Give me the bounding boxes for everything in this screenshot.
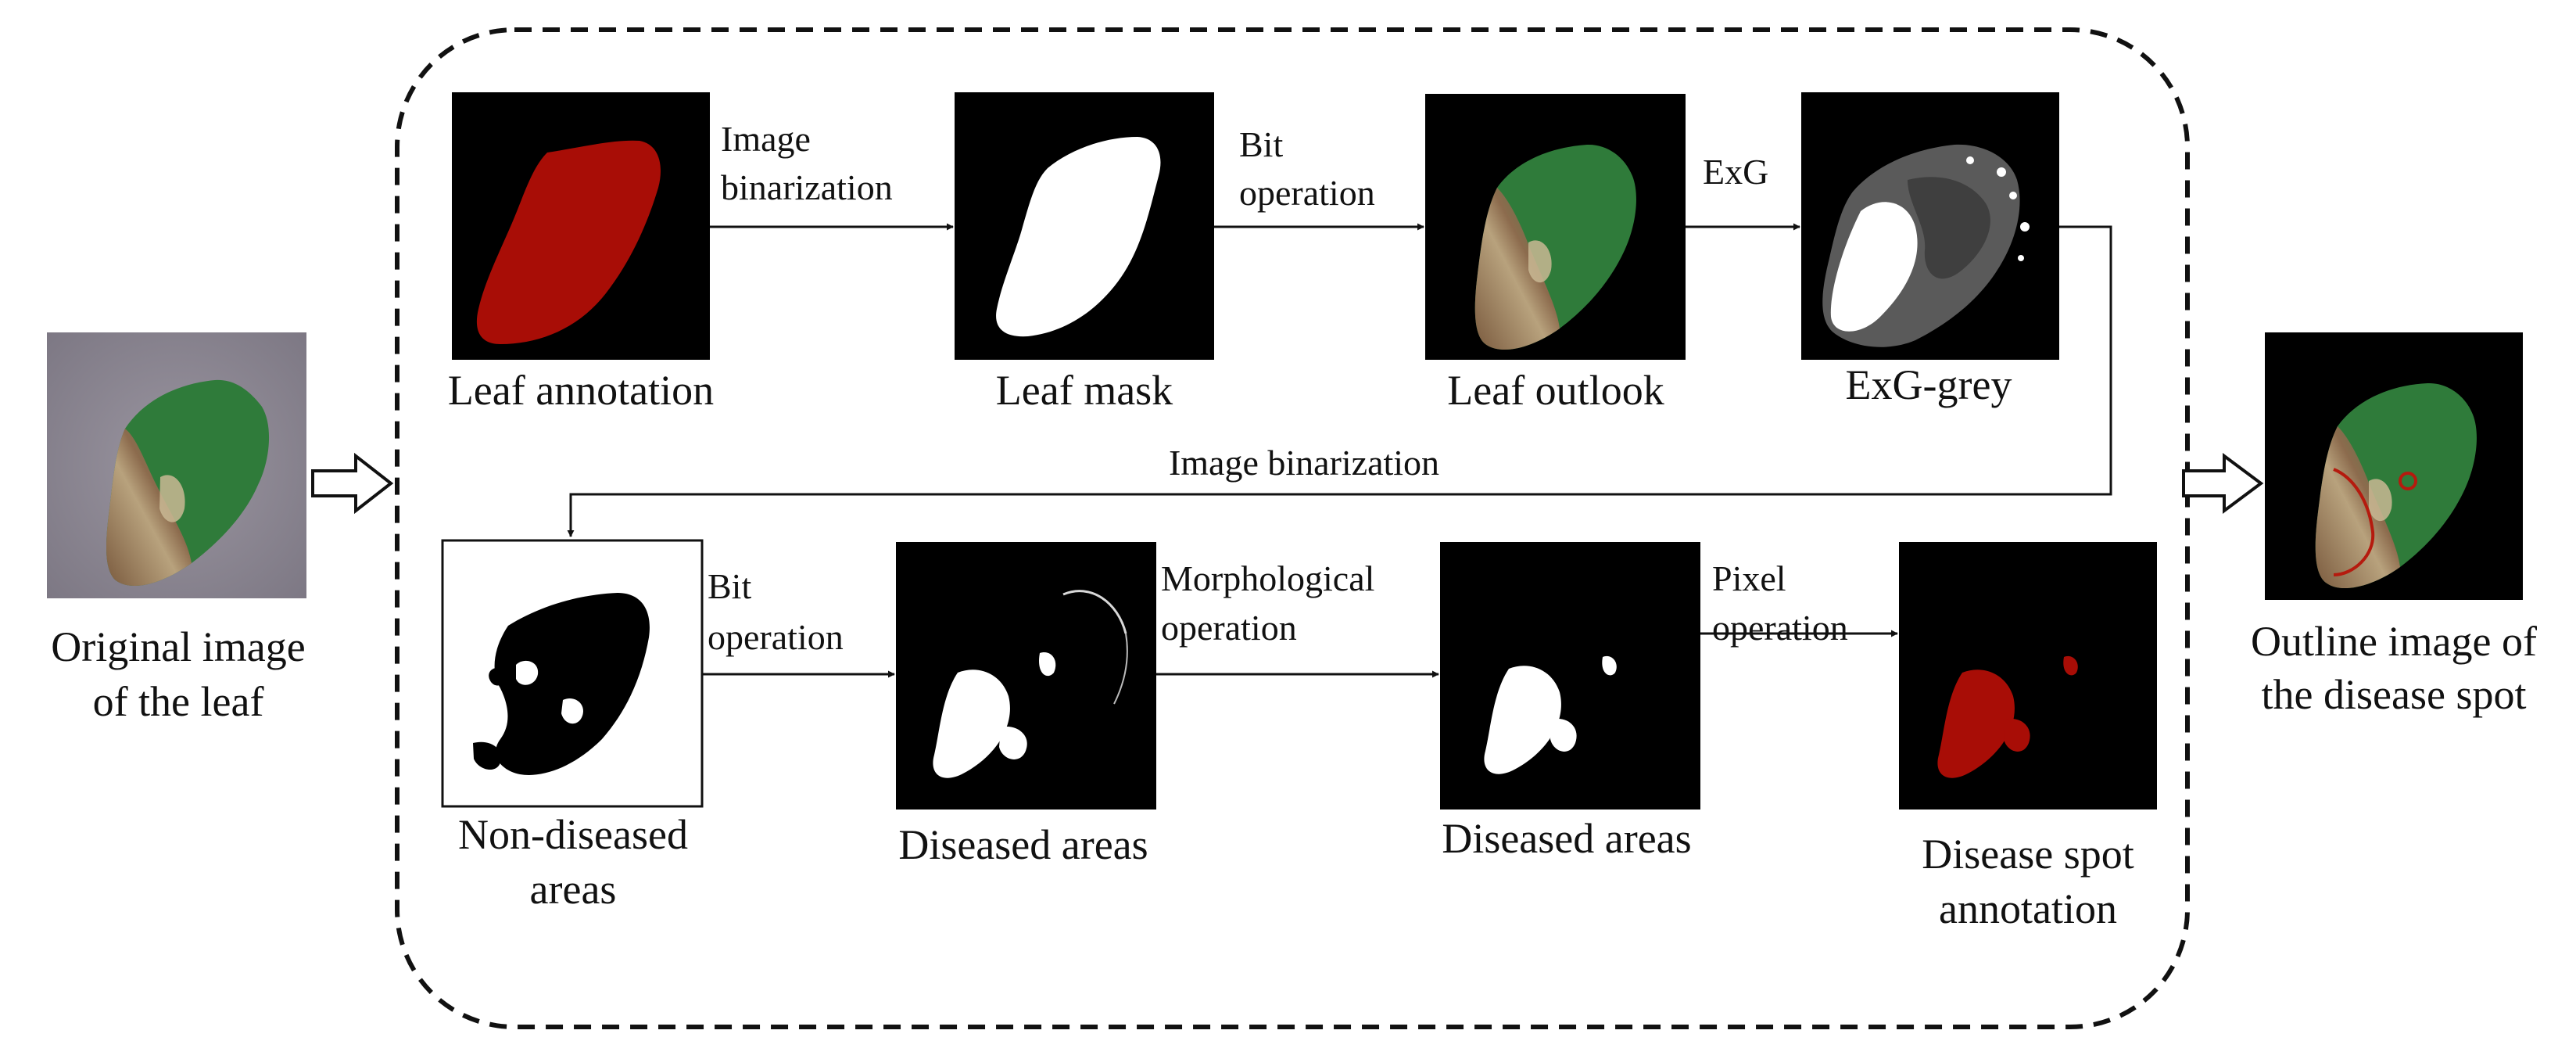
output-arrow-icon bbox=[2182, 453, 2264, 514]
exg-grey-image bbox=[1801, 92, 2059, 360]
op-exg: ExG bbox=[1703, 152, 1768, 192]
processing-container bbox=[395, 27, 2190, 1029]
disease-spot-annotation-image bbox=[1899, 542, 2157, 810]
op-morphological-operation-line2: operation bbox=[1161, 608, 1297, 648]
disease-spot-annotation-label-line1: Disease spot bbox=[1922, 831, 2134, 878]
outline-image-caption-line1: Outline image of bbox=[2251, 618, 2537, 665]
op-bit-operation-1-line2: operation bbox=[1239, 173, 1375, 213]
original-image-caption-line1: Original image bbox=[51, 623, 305, 670]
leaf-annotation-label: Leaf annotation bbox=[448, 367, 714, 414]
op-image-binarization-1-line2: binarization bbox=[721, 167, 893, 207]
leaf-mask-image bbox=[955, 92, 1214, 360]
non-diseased-areas-label-line1: Non-diseased bbox=[458, 811, 688, 858]
leaf-mask-label: Leaf mask bbox=[996, 367, 1173, 414]
op-bit-operation-2-line1: Bit bbox=[708, 566, 751, 606]
exg-grey-label: ExG-grey bbox=[1846, 361, 2012, 408]
non-diseased-areas-image bbox=[441, 539, 704, 808]
original-leaf-image bbox=[47, 332, 306, 598]
op-image-binarization-2: Image binarization bbox=[1169, 443, 1439, 483]
original-image-caption-line2: of the leaf bbox=[93, 678, 264, 725]
leaf-outlook-label: Leaf outlook bbox=[1447, 367, 1664, 414]
outline-image-of-disease-spot bbox=[2265, 332, 2523, 600]
outline-image-caption-line2: the disease spot bbox=[2262, 671, 2527, 718]
diseased-areas-1-label: Diseased areas bbox=[898, 821, 1148, 868]
op-pixel-operation-line1: Pixel bbox=[1712, 558, 1786, 598]
leaf-annotation-image bbox=[452, 92, 710, 360]
leaf-outlook-image bbox=[1425, 94, 1686, 360]
non-diseased-areas-label-line2: areas bbox=[530, 866, 617, 913]
disease-spot-annotation-label-line2: annotation bbox=[1939, 885, 2117, 932]
diseased-areas-image-2 bbox=[1440, 542, 1700, 810]
op-bit-operation-2-line2: operation bbox=[708, 617, 844, 657]
diseased-areas-2-label: Diseased areas bbox=[1442, 815, 1691, 862]
op-image-binarization-1-line1: Image bbox=[721, 119, 811, 159]
input-arrow-icon bbox=[311, 452, 394, 515]
op-morphological-operation-line1: Morphological bbox=[1161, 558, 1374, 598]
diseased-areas-image-1 bbox=[896, 542, 1156, 810]
op-bit-operation-1-line1: Bit bbox=[1239, 124, 1283, 164]
op-pixel-operation-line2: operation bbox=[1712, 608, 1848, 648]
arrow-image-binarization-2 bbox=[567, 225, 2112, 537]
